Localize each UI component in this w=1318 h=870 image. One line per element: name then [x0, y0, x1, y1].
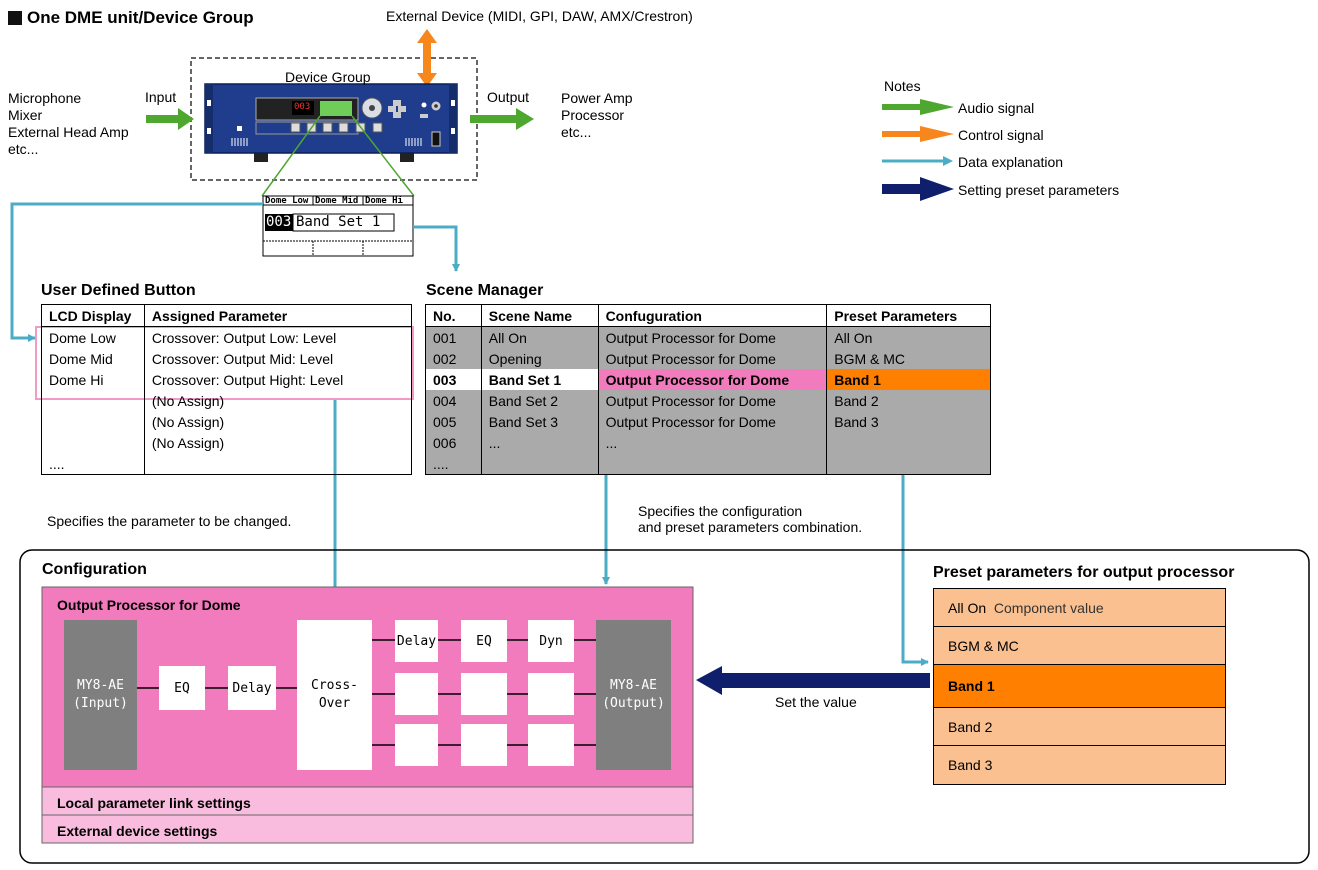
legend-preset-arrow: [882, 177, 954, 201]
scene-header: Confuguration: [597, 304, 828, 327]
input-arrow: [146, 108, 194, 130]
scene-caption: Specifies the configuration and preset p…: [638, 503, 863, 535]
scene-manager-title: Scene Manager: [426, 282, 544, 299]
crossover-block: Cross-Over: [297, 620, 372, 770]
table-row: ....: [41, 453, 413, 475]
table-row: ....: [425, 453, 991, 475]
preset-row: Band 3: [933, 745, 1226, 785]
empty-block: [395, 724, 438, 766]
table-row: (No Assign): [41, 390, 413, 411]
set-value-label: Set the value: [775, 694, 857, 710]
preset-title: Preset parameters for output processor: [933, 564, 1235, 581]
device-group-label: Device Group: [285, 69, 371, 85]
output-destinations: Power Amp Processor etc...: [561, 90, 633, 140]
eq-block-top: EQ: [461, 620, 507, 662]
preset-row: BGM & MC: [933, 626, 1226, 666]
title-square-icon: [8, 11, 22, 25]
legend-control-arrow: [882, 126, 954, 142]
external-settings-label: External device settings: [57, 823, 218, 839]
legend-control-label: Control signal: [958, 127, 1044, 143]
dyn-block-top: Dyn: [528, 620, 574, 662]
set-value-arrow: [696, 666, 930, 695]
local-link-label: Local parameter link settings: [57, 795, 251, 811]
empty-block: [461, 673, 507, 715]
notes-title: Notes: [884, 78, 921, 94]
output-arrow: [470, 108, 534, 130]
my8-ae-output-block: MY8-AE(Output): [596, 620, 671, 770]
empty-block: [528, 673, 574, 715]
dme-unit-device: [204, 83, 458, 162]
scene-header: Preset Parameters: [826, 304, 991, 327]
lcd-button-dome-hi: Dome Hi: [365, 196, 403, 206]
udb-header-row: LCD Display Assigned Parameter: [41, 304, 413, 327]
control-signal-double-arrow: [417, 29, 437, 87]
legend-audio-label: Audio signal: [958, 100, 1035, 116]
scene-header-row: No. Scene Name Confuguration Preset Para…: [425, 304, 991, 327]
preset-row-selected: Band 1: [933, 664, 1226, 708]
table-row: (No Assign): [41, 432, 413, 453]
preset-row: Band 2: [933, 707, 1226, 747]
lcd-screen-frame: [262, 195, 414, 257]
preset-row-all-on: All On Component value: [933, 588, 1226, 628]
legend-data-arrow: [882, 156, 953, 166]
configuration-title: Configuration: [42, 561, 147, 578]
scene-header: Scene Name: [480, 304, 599, 327]
legend-audio-arrow: [882, 99, 954, 115]
scene-manager-table: No. Scene Name Confuguration Preset Para…: [425, 304, 991, 475]
udb-header: LCD Display: [41, 304, 145, 327]
legend-data-label: Data explanation: [958, 154, 1064, 170]
configuration-frame: [19, 549, 1310, 864]
external-settings-bar: [41, 814, 694, 844]
device-display-digits: 003: [294, 102, 311, 112]
external-device-label: External Device (MIDI, GPI, DAW, AMX/Cre…: [386, 8, 693, 24]
legend-preset-label: Setting preset parameters: [958, 182, 1120, 198]
table-row: (No Assign): [41, 411, 413, 432]
delay-block: Delay: [228, 666, 276, 710]
local-link-bar: [41, 786, 694, 816]
lcd-scene-number: 003: [266, 214, 292, 230]
udb-caption: Specifies the parameter to be changed.: [47, 513, 292, 529]
lcd-scene-name: Band Set 1: [296, 214, 381, 230]
empty-block: [528, 724, 574, 766]
udb-header: Assigned Parameter: [143, 304, 413, 327]
delay-block-top: Delay: [395, 620, 438, 662]
processor-title: Output Processor for Dome: [57, 597, 241, 613]
empty-block: [395, 673, 438, 715]
lcd-button-dome-mid: Dome Mid: [315, 196, 359, 206]
output-label: Output: [487, 89, 530, 105]
empty-block: [461, 724, 507, 766]
table-row: 006......: [425, 432, 991, 453]
input-label: Input: [145, 89, 177, 105]
udb-title: User Defined Button: [41, 282, 196, 299]
page-title: One DME unit/Device Group: [27, 8, 254, 27]
eq-block: EQ: [159, 666, 205, 710]
lcd-button-dome-low: Dome Low: [265, 196, 309, 206]
scene-header: No.: [425, 304, 482, 327]
my8-ae-input-block: MY8-AE(Input): [64, 620, 137, 770]
component-value-note: Component value: [993, 600, 1104, 616]
input-sources: Microphone Mixer External Head Amp etc..…: [8, 90, 129, 157]
